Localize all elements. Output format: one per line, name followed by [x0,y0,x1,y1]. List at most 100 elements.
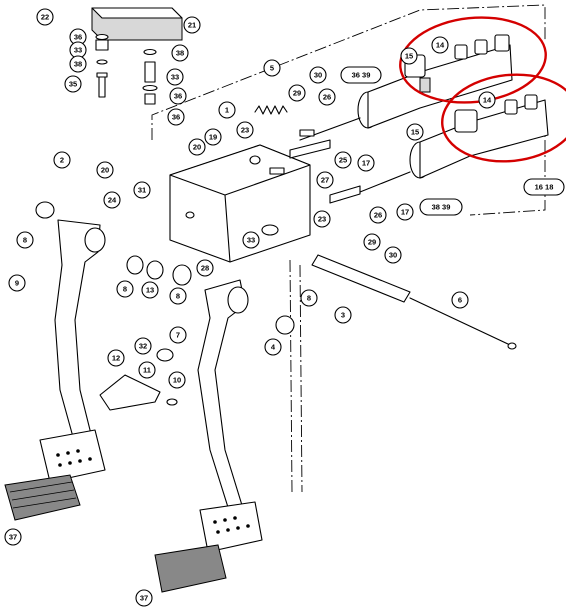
left-pedal [4,219,106,521]
svg-text:37: 37 [140,594,148,603]
svg-text:30: 30 [389,251,397,260]
callout-24: 24 [103,191,121,209]
callout-38-39: 38 39 [419,198,463,216]
svg-text:10: 10 [173,376,181,385]
highlight-ellipse [399,16,547,104]
callout-30: 30 [384,246,402,264]
return-spring [254,105,288,115]
callout-12: 12 [107,349,125,367]
svg-text:14: 14 [483,96,492,105]
callout-8: 8 [116,280,134,298]
svg-text:29: 29 [293,89,301,98]
right-pedal [154,279,263,593]
reservoir-cap [91,7,183,41]
callout-25: 25 [334,151,352,169]
svg-text:31: 31 [138,186,146,195]
callout-29: 29 [363,233,381,251]
svg-text:12: 12 [112,354,120,363]
callout-27: 27 [316,171,334,189]
svg-text:32: 32 [139,342,147,351]
svg-text:8: 8 [123,285,127,294]
svg-text:3: 3 [341,311,345,320]
svg-text:15: 15 [411,128,419,137]
callout-14: 14 [431,36,449,54]
callout-23: 23 [313,210,331,228]
callout-29: 29 [288,84,306,102]
svg-text:19: 19 [209,133,217,142]
callout-21: 21 [183,16,201,34]
callout-17: 17 [396,203,414,221]
svg-text:36: 36 [172,113,180,122]
callout-28: 28 [196,259,214,277]
clevis-parts [269,129,361,204]
master-cylinder-upper [299,34,513,141]
callout-26: 26 [369,206,387,224]
callout-20: 20 [96,161,114,179]
callout-36-39: 36 39 [340,66,382,84]
svg-text:36: 36 [174,92,182,101]
svg-text:25: 25 [339,156,347,165]
callout-6: 6 [451,291,469,309]
callout-35: 35 [64,75,82,93]
callout-17: 17 [357,154,375,172]
svg-text:38: 38 [74,60,82,69]
callout-10: 10 [168,371,186,389]
callout-1: 1 [218,101,236,119]
svg-text:38: 38 [176,49,184,58]
svg-text:15: 15 [405,52,413,61]
highlight-ellipse [441,73,566,163]
svg-text:36: 36 [74,33,82,42]
cross-shaft [311,254,517,350]
svg-text:21: 21 [188,21,196,30]
svg-text:20: 20 [101,166,109,175]
svg-text:7: 7 [176,331,180,340]
svg-text:38 39: 38 39 [432,203,451,212]
callout-15: 15 [400,47,418,65]
svg-text:23: 23 [318,215,326,224]
svg-text:26: 26 [323,93,331,102]
svg-text:26: 26 [374,211,382,220]
callout-36: 36 [167,108,185,126]
svg-text:4: 4 [271,343,276,352]
callout-9: 9 [8,274,26,292]
callout-38: 38 [171,44,189,62]
callout-15: 15 [406,123,424,141]
callout-4: 4 [264,338,282,356]
callout-3: 3 [334,306,352,324]
callout-26: 26 [318,88,336,106]
svg-text:22: 22 [41,13,49,22]
callout-2: 2 [53,151,71,169]
callout-7: 7 [169,326,187,344]
bushings [35,201,295,362]
callout-5: 5 [263,59,281,77]
callout-22: 22 [36,8,54,26]
callout-38: 38 [69,55,87,73]
svg-text:33: 33 [171,73,179,82]
svg-text:17: 17 [362,159,370,168]
left-fastener-stack [95,33,109,98]
svg-text:33: 33 [74,46,82,55]
callout-33: 33 [166,68,184,86]
callout-8: 8 [169,287,187,305]
highlight-circles [399,16,566,163]
svg-text:33: 33 [247,236,255,245]
svg-text:29: 29 [368,238,376,247]
svg-text:28: 28 [201,264,209,273]
svg-text:1: 1 [225,106,229,115]
svg-text:8: 8 [23,236,27,245]
right-fastener-stack [142,48,158,105]
svg-text:14: 14 [436,41,445,50]
svg-text:30: 30 [314,71,322,80]
callout-30: 30 [309,66,327,84]
callout-19: 19 [204,128,222,146]
callout-37: 37 [135,589,153,607]
svg-text:9: 9 [15,279,19,288]
svg-text:24: 24 [108,196,117,205]
svg-text:23: 23 [241,126,249,135]
svg-text:37: 37 [9,533,17,542]
callout-23: 23 [236,121,254,139]
svg-text:17: 17 [401,208,409,217]
svg-text:6: 6 [458,296,462,305]
svg-text:8: 8 [176,292,180,301]
